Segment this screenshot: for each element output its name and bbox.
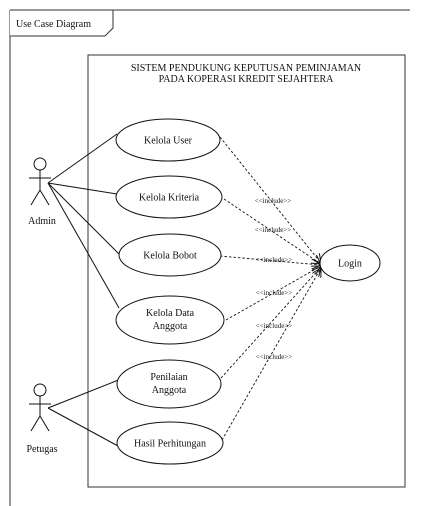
use-case-label: Hasil Perhitungan xyxy=(134,439,206,450)
include-label-kelola-kriteria: <<include>> xyxy=(255,226,291,234)
actor-label: Admin xyxy=(28,216,56,227)
system-title-line2: PADA KOPERASI KREDIT SEJAHTERA xyxy=(159,74,335,85)
include-arrow-kelola-data-anggota xyxy=(225,266,321,321)
include-arrows xyxy=(219,136,321,441)
include-arrow-kelola-kriteria xyxy=(223,198,321,264)
assoc-admin-kelola-user xyxy=(47,133,118,184)
use-case-label-line2: Anggota xyxy=(152,385,187,396)
assoc-admin-kelola-kriteria xyxy=(47,182,118,195)
use-case-kelola-user[interactable]: Kelola User xyxy=(115,118,221,162)
system-boundary xyxy=(87,54,406,488)
use-case-label: Kelola Kriteria xyxy=(139,193,200,204)
use-case-hasil-perhitungan[interactable]: Hasil Perhitungan xyxy=(116,421,224,465)
actor-petugas[interactable]: Petugas xyxy=(26,383,58,455)
use-case-login[interactable]: Login xyxy=(319,244,381,282)
actor-label: Petugas xyxy=(26,444,57,455)
include-label-kelola-data-anggota: <<include>> xyxy=(256,289,292,297)
actor-admin[interactable]: Admin xyxy=(28,157,56,227)
use-case-label-line1: Kelola Data xyxy=(146,308,195,319)
use-case-label: Kelola User xyxy=(144,136,193,147)
assoc-admin-kelola-data-anggota xyxy=(47,182,120,309)
stick-figure-icon xyxy=(29,383,51,432)
assoc-admin-kelola-bobot xyxy=(47,182,122,257)
stick-figure-icon xyxy=(29,157,51,206)
include-label-penilaian: <<include>> xyxy=(256,322,292,330)
include-label-kelola-bobot: <<include>> xyxy=(256,256,292,264)
include-arrow-kelola-bobot xyxy=(219,255,321,265)
use-case-label-line2: Anggota xyxy=(153,321,188,332)
frame-title: Use Case Diagram xyxy=(16,19,91,30)
use-case-penilaian-anggota[interactable]: Penilaian Anggota xyxy=(116,359,222,409)
diagram-frame: Use Case Diagram xyxy=(9,9,410,506)
frame-title-tab xyxy=(10,9,114,37)
association-lines xyxy=(47,133,122,447)
include-labels: <<include>> <<include>> <<include>> <<in… xyxy=(255,197,292,361)
include-label-hasil: <<include>> xyxy=(256,353,292,361)
include-arrow-hasil xyxy=(221,268,321,441)
use-case-kelola-bobot[interactable]: Kelola Bobot xyxy=(118,233,222,277)
include-arrow-penilaian xyxy=(220,267,321,379)
assoc-petugas-penilaian xyxy=(47,378,122,409)
include-label-kelola-user: <<include>> xyxy=(255,197,291,205)
use-case-kelola-kriteria[interactable]: Kelola Kriteria xyxy=(115,175,223,219)
use-case-label-line1: Penilaian xyxy=(150,372,187,383)
use-case-label: Login xyxy=(338,259,362,270)
assoc-petugas-hasil xyxy=(47,407,119,447)
use-case-kelola-data-anggota[interactable]: Kelola Data Anggota xyxy=(115,295,225,345)
use-case-label: Kelola Bobot xyxy=(143,251,197,262)
system-title-line1: SISTEM PENDUKUNG KEPUTUSAN PEMINJAMAN xyxy=(131,63,361,74)
